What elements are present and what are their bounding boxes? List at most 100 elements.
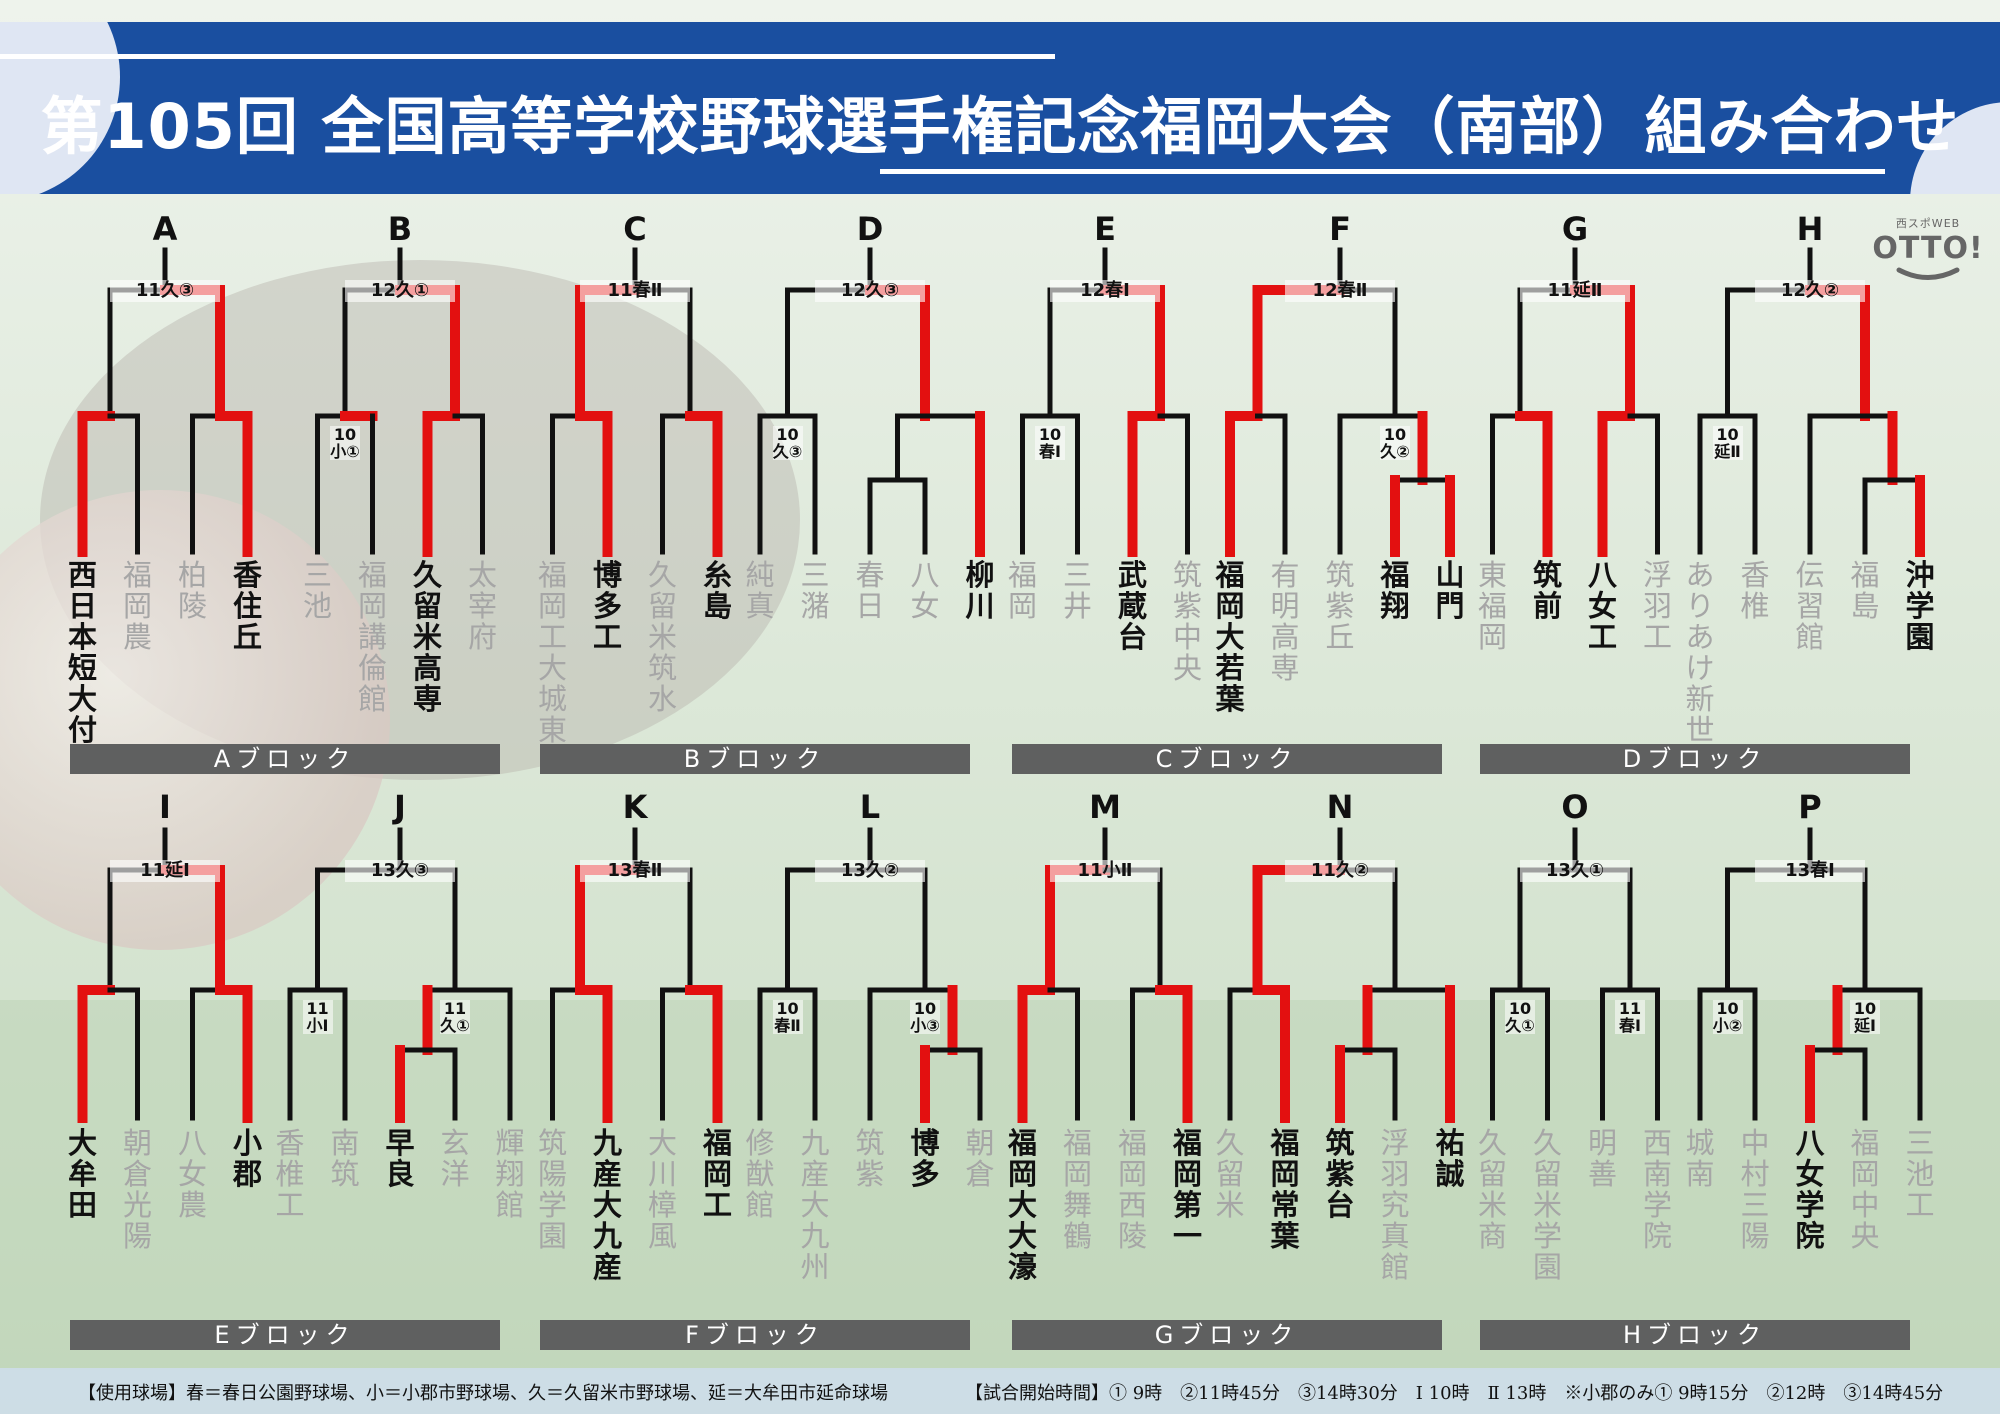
team-name: 東福岡 xyxy=(1477,558,1507,654)
match-code: 11久② xyxy=(1285,860,1395,882)
team-name: 香椎 xyxy=(1740,558,1770,623)
team-name: 輝翔館 xyxy=(495,1126,525,1222)
team-name: 伝習館 xyxy=(1795,558,1825,654)
team-name: 八女工 xyxy=(1587,558,1617,654)
group-letter: E xyxy=(1094,210,1116,248)
team-name: 大牟田 xyxy=(67,1126,97,1222)
sub-match-code: 10春Ⅱ xyxy=(772,999,803,1035)
team-name: 筑紫丘 xyxy=(1325,558,1355,654)
team-name: 小郡 xyxy=(232,1126,262,1191)
team-name: 福岡第一 xyxy=(1172,1126,1202,1253)
team-name: 福岡大大濠 xyxy=(1007,1126,1037,1284)
team-name: 福岡舞鶴 xyxy=(1062,1126,1092,1253)
team-name: 中村三陽 xyxy=(1740,1126,1770,1253)
team-name: 武蔵台 xyxy=(1117,558,1147,654)
team-name: 久留米高専 xyxy=(412,558,442,716)
group-letter: D xyxy=(856,210,884,248)
team-name: 八女学院 xyxy=(1795,1126,1825,1253)
team-name: 久留米筑水 xyxy=(647,558,677,716)
team-name: 筑紫台 xyxy=(1325,1126,1355,1222)
sub-match-code: 10小③ xyxy=(910,999,940,1035)
sub-match-code: 10春Ⅰ xyxy=(1035,426,1065,460)
smile-icon xyxy=(1896,267,1960,280)
team-name: 柳川 xyxy=(965,558,995,623)
match-code: 11延Ⅱ xyxy=(1520,280,1630,302)
team-name: 朝倉 xyxy=(965,1126,995,1191)
team-name: 九産大九産 xyxy=(592,1126,622,1284)
team-name: 太宰府 xyxy=(467,558,497,654)
group-letter: O xyxy=(1561,788,1589,826)
team-name: 福岡西陵 xyxy=(1117,1126,1147,1253)
team-name: 西南学院 xyxy=(1642,1126,1672,1253)
team-name: 糸島 xyxy=(702,558,732,623)
sub-match-code: 10延Ⅱ xyxy=(1712,425,1743,461)
block-label: Cブロック xyxy=(1012,744,1442,774)
team-name: 八女 xyxy=(910,558,940,623)
team-name: 博多工 xyxy=(592,558,622,654)
team-name: 山門 xyxy=(1435,558,1465,623)
block-label: Bブロック xyxy=(540,744,970,774)
time-legend: 【試合開始時間】① 9時 ②11時45分 ③14時30分 Ⅰ 10時 Ⅱ 13時… xyxy=(965,1383,1944,1404)
group-letter: P xyxy=(1798,788,1822,826)
sub-match-code: 10久② xyxy=(1380,425,1410,461)
decor-line xyxy=(880,169,1885,174)
block-label: Hブロック xyxy=(1480,1320,1910,1350)
sub-match-code: 10久③ xyxy=(772,425,803,461)
group-letter: G xyxy=(1561,210,1589,248)
team-name: 沖学園 xyxy=(1905,558,1935,654)
team-name: 福岡 xyxy=(1007,558,1037,623)
match-code: 12春Ⅰ xyxy=(1050,280,1160,302)
team-name: 三池工 xyxy=(1905,1126,1935,1222)
match-code: 13久① xyxy=(1520,860,1630,882)
team-name: 筑前 xyxy=(1532,558,1562,623)
team-name: 春日 xyxy=(855,558,885,623)
block-label: Gブロック xyxy=(1012,1320,1442,1350)
group-letter: J xyxy=(394,788,406,826)
logo-subtext: 西スポWEB xyxy=(1895,217,1961,230)
team-name: 福岡大若葉 xyxy=(1215,558,1245,716)
group-letter: F xyxy=(1329,210,1351,248)
team-name: 三井 xyxy=(1062,558,1092,623)
team-name: 有明高専 xyxy=(1270,558,1300,685)
group-letter: B xyxy=(387,210,413,248)
sub-match-code: 11春Ⅰ xyxy=(1615,1000,1645,1034)
block-label: Eブロック xyxy=(70,1320,500,1350)
match-code: 12久① xyxy=(345,280,455,302)
team-name: 朝倉光陽 xyxy=(122,1126,152,1253)
team-name: 久留米学園 xyxy=(1532,1126,1562,1284)
group-letter: N xyxy=(1326,788,1354,826)
match-code: 11小Ⅱ xyxy=(1050,860,1160,882)
sub-match-code: 11小Ⅰ xyxy=(302,1000,333,1034)
match-code: 11延Ⅰ xyxy=(110,860,220,882)
group-letter: I xyxy=(159,788,171,826)
match-code: 12久② xyxy=(1755,280,1865,302)
team-name: 筑陽学園 xyxy=(537,1126,567,1253)
page-title: 第105回 全国高等学校野球選手権記念福岡大会（南部）組み合わせ xyxy=(40,90,1960,163)
team-name: 純真 xyxy=(745,558,775,623)
group-letter: K xyxy=(622,788,648,826)
venue-legend: 【使用球場】春＝春日公園野球場、小＝小郡市野球場、久＝久留米市野球場、延＝大牟田… xyxy=(78,1383,888,1404)
match-code: 13久② xyxy=(815,860,925,882)
match-code: 13春Ⅰ xyxy=(1755,860,1865,882)
team-name: 福岡常葉 xyxy=(1270,1126,1300,1253)
team-name: 筑紫中央 xyxy=(1172,558,1202,685)
match-code: 13春Ⅱ xyxy=(580,860,690,882)
group-letter: C xyxy=(623,210,647,248)
team-name: 三潴 xyxy=(800,558,830,623)
team-name: 福岡工 xyxy=(702,1126,732,1222)
header-banner: 第105回 全国高等学校野球選手権記念福岡大会（南部）組み合わせ xyxy=(0,22,2000,194)
team-name: 福岡農 xyxy=(122,558,152,654)
team-name: 大川樟風 xyxy=(647,1126,677,1253)
footer-legend: 【使用球場】春＝春日公園野球場、小＝小郡市野球場、久＝久留米市野球場、延＝大牟田… xyxy=(0,1368,2000,1414)
team-name: 福岡中央 xyxy=(1850,1126,1880,1253)
group-letter: M xyxy=(1089,788,1121,826)
team-name: 筑紫 xyxy=(855,1126,885,1191)
team-name: 玄洋 xyxy=(440,1126,470,1191)
match-code: 13久③ xyxy=(345,860,455,882)
sub-match-code: 10小① xyxy=(330,425,360,461)
sub-match-code: 11久① xyxy=(440,999,470,1035)
team-name: 城南 xyxy=(1685,1126,1715,1191)
sub-match-code: 10小② xyxy=(1712,999,1743,1035)
